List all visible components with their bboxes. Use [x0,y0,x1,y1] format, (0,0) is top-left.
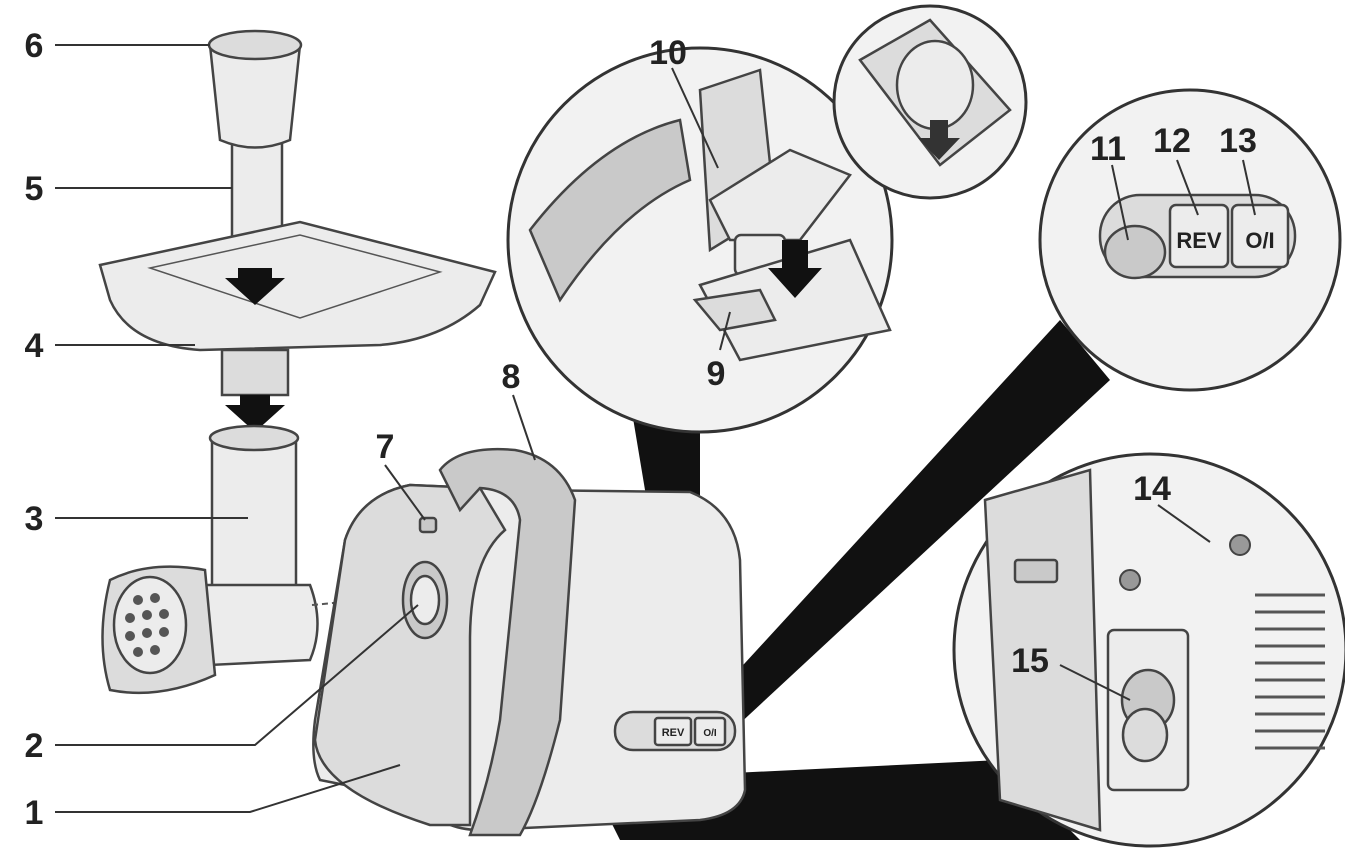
callout-6: 6 [25,27,44,65]
pusher [207,29,303,257]
rev-button-label: REV [1176,228,1222,253]
callout-11: 11 [1090,130,1126,168]
arrow-down-icon [225,268,285,305]
arrow-down-icon [768,240,822,298]
grinder-disc [101,565,217,695]
body-power-label: O/I [703,728,717,739]
callout-12: 12 [1153,122,1191,160]
power-button-label: O/I [1245,228,1274,253]
leader-lines [55,44,1256,813]
callout-2: 2 [25,727,44,765]
tray [98,220,497,397]
body-rev-label: REV [662,727,685,739]
detail-circle-back [952,452,1345,848]
callout-4: 4 [25,327,44,365]
callout-7: 7 [376,428,395,466]
callout-15: 15 [1011,642,1049,680]
callout-1: 1 [25,794,44,832]
grinder-housing [203,424,319,667]
callout-13: 13 [1219,122,1257,160]
detail-circle-controls: REV O/I [1038,88,1342,392]
pointer-wedge-controls [700,320,1110,740]
callout-5: 5 [25,170,44,208]
arrow-down-icon [225,395,285,432]
callout-3: 3 [25,500,44,538]
body-control-panel: REV O/I [613,710,737,752]
callout-9: 9 [707,355,726,393]
callout-8: 8 [502,358,521,396]
detail-circle-small [832,4,1028,200]
callout-10: 10 [649,34,687,72]
callout-14: 14 [1133,470,1171,508]
handle [438,447,577,837]
detail-circle-lid [506,46,894,434]
